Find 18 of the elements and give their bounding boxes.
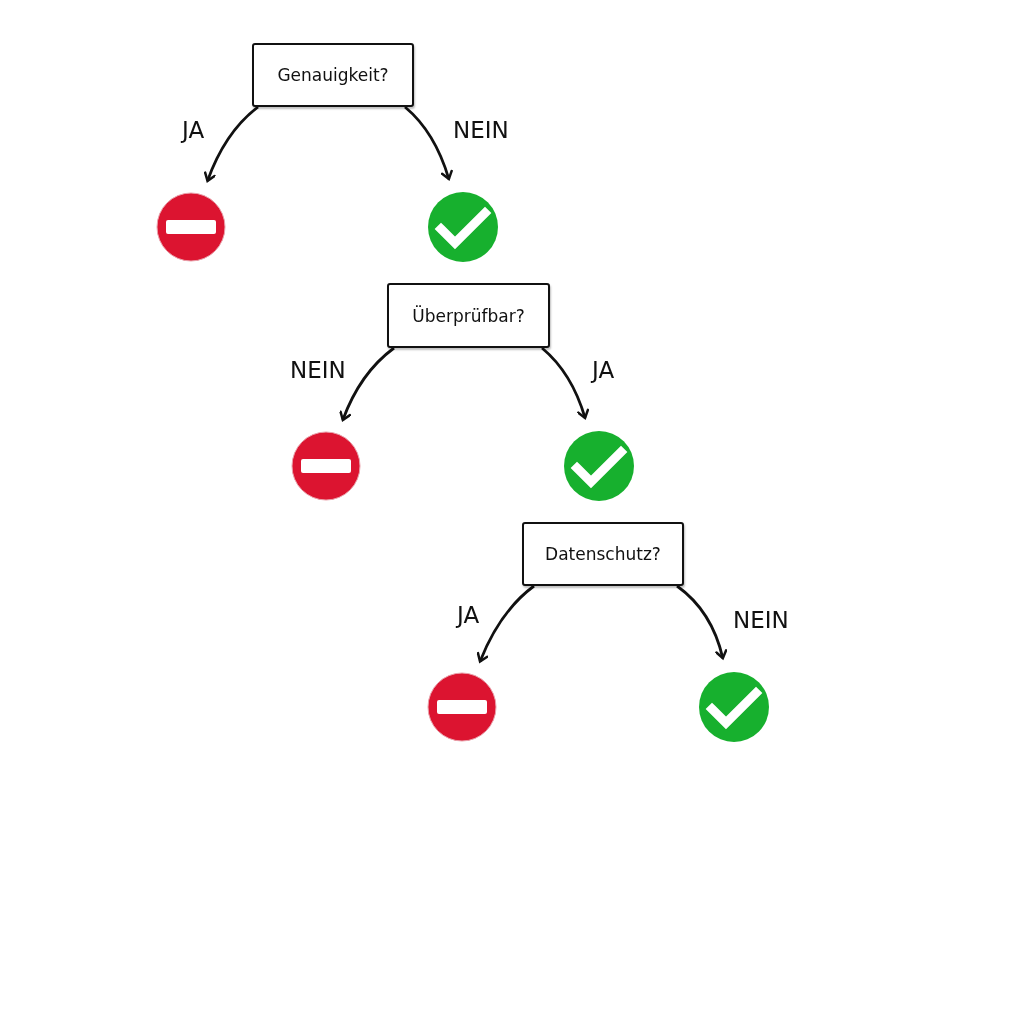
- curved-arrow: [204, 105, 259, 183]
- checkmark-icon: [698, 671, 770, 743]
- stop-sign-icon: [156, 192, 226, 262]
- stop-sign-icon: [427, 672, 497, 742]
- checkmark-icon: [427, 191, 499, 263]
- curved-arrow: [404, 105, 453, 181]
- question-box: [252, 43, 414, 107]
- curved-arrow: [676, 584, 728, 660]
- stop-sign-icon: [291, 431, 361, 501]
- question-text: Datenschutz?: [545, 544, 661, 564]
- curved-arrow: [476, 584, 535, 663]
- question-text: Genauigkeit?: [277, 65, 389, 85]
- checkmark-icon: [563, 430, 635, 502]
- question-box: [522, 522, 684, 586]
- curved-arrow: [339, 346, 395, 422]
- question-text: Überprüfbar?: [412, 305, 525, 326]
- curved-arrow: [541, 346, 589, 420]
- question-box: [387, 283, 550, 348]
